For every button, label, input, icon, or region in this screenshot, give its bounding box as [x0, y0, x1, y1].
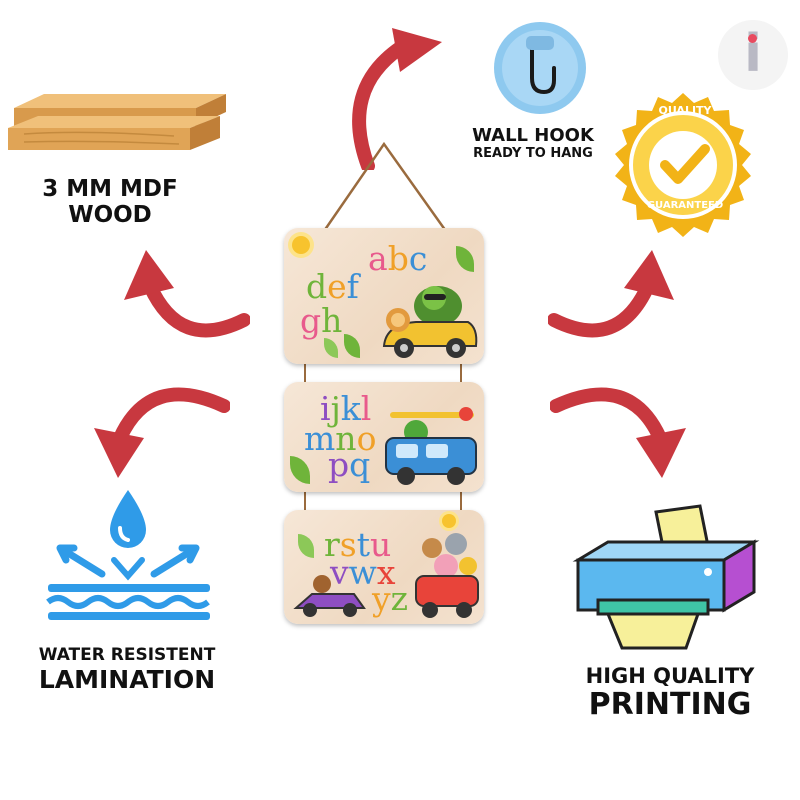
- panel-1-row-2: def: [306, 267, 359, 306]
- leaf-icon: [344, 334, 360, 358]
- wood-feature-label: 3 MM MDF WOOD: [10, 176, 210, 229]
- racecar-illustration: [293, 575, 366, 617]
- arrow-to-wood: [124, 250, 250, 338]
- water-drop-icon: [46, 490, 210, 620]
- leaf-icon: [290, 456, 310, 484]
- print-feature-label: HIGH QUALITY PRINTING: [560, 664, 780, 723]
- printer-icon: [572, 504, 760, 650]
- panel-link-left-1: [304, 362, 306, 384]
- panel-link-right-2: [460, 490, 462, 512]
- arrow-to-badge: [548, 250, 674, 338]
- brand-logo: i: [718, 20, 788, 90]
- alphabet-panel-2: ijkl mno pq: [284, 382, 484, 492]
- hanging-string: [320, 141, 450, 235]
- water-feature-line2: LAMINATION: [38, 664, 216, 694]
- bus-illustration: [385, 407, 477, 485]
- sun-icon: [442, 514, 456, 528]
- panel-1-row-1: abc: [368, 239, 428, 278]
- panel-2-row-3: pq: [328, 445, 371, 484]
- panel-link-right-1: [460, 362, 462, 384]
- print-feature-line2: PRINTING: [588, 687, 752, 723]
- badge-top-text: QUALITY: [658, 104, 712, 117]
- water-feature-line1: WATER RESISTENT: [38, 645, 216, 665]
- panel-2-row-2: mno: [304, 419, 377, 458]
- alphabet-panel-3: rstu vwx yz: [284, 510, 484, 624]
- panel-3-row-3: yz: [372, 579, 409, 618]
- leaf-icon: [298, 534, 314, 558]
- panel-3-row-1: rstu: [324, 525, 392, 564]
- leaf-icon: [324, 338, 338, 358]
- leaf-icon: [456, 246, 474, 272]
- sun-icon: [292, 236, 310, 254]
- brand-logo-letter: i: [744, 24, 762, 84]
- hook-feature-line2: READY TO HANG: [473, 145, 593, 161]
- arrow-to-lamination: [94, 387, 230, 478]
- print-feature-line1: HIGH QUALITY: [585, 664, 755, 688]
- panel-link-left-2: [304, 490, 306, 512]
- wall-hook-icon: [494, 22, 586, 114]
- panel-1-row-3: gh: [300, 301, 343, 340]
- wood-planks-icon: [8, 94, 226, 150]
- water-feature-label: WATER RESISTENT LAMINATION: [12, 645, 242, 694]
- animals-car-illustration: [415, 533, 479, 618]
- quality-badge-icon: [615, 93, 751, 237]
- wood-feature-line1: 3 MM MDF: [42, 176, 178, 202]
- hook-feature-line1: WALL HOOK: [472, 125, 594, 146]
- arrow-to-hook: [352, 28, 442, 170]
- hook-feature-label: WALL HOOK READY TO HANG: [448, 125, 618, 162]
- arrow-to-printing: [550, 387, 686, 478]
- brand-logo-dot: [748, 34, 757, 43]
- turtle-car-illustration: [382, 286, 478, 358]
- panel-2-row-1: ijkl: [320, 389, 372, 428]
- badge-bottom-text: GUARANTEED: [646, 200, 724, 211]
- alphabet-panel-1: abc def gh: [284, 228, 484, 364]
- wood-feature-line2: WOOD: [68, 202, 152, 229]
- panel-3-row-2: vwx: [330, 553, 396, 592]
